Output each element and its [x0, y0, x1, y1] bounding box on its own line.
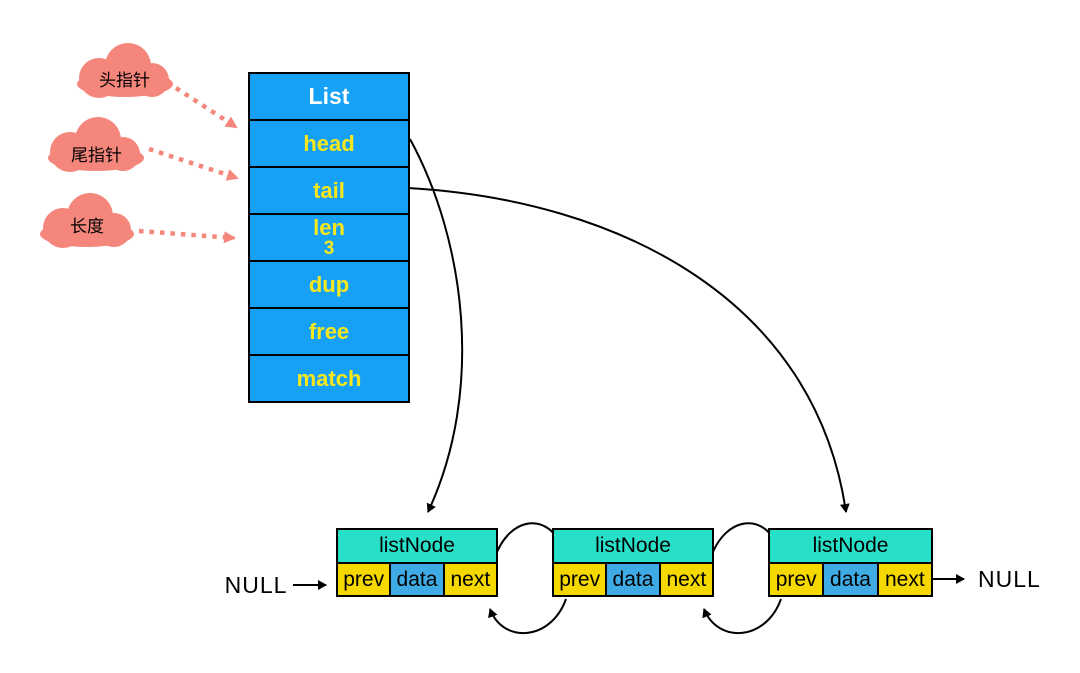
prev-arc-node2-node1	[488, 598, 567, 634]
list-field-dup: dup	[250, 262, 408, 307]
list-struct-title: List	[308, 83, 350, 109]
listnode-3: listNode prev data next	[768, 528, 933, 597]
list-field-len: len 3	[250, 215, 408, 260]
listnode-2-header: listNode	[554, 530, 712, 562]
list-field-head: head	[250, 121, 408, 166]
listnode-3-cells: prev data next	[770, 564, 931, 595]
head-pointer-arrow	[409, 138, 464, 513]
list-struct-title-row: List	[250, 74, 408, 119]
listnode-2: listNode prev data next	[552, 528, 714, 597]
listnode-3-header: listNode	[770, 530, 931, 562]
prev-arc-node3-node2	[702, 598, 782, 634]
listnode-2-data-cell: data	[607, 564, 659, 595]
cloud-label-head-pointer: 头指针	[99, 71, 150, 90]
cloud-length	[40, 193, 134, 248]
list-field-tail: tail	[250, 168, 408, 213]
listnode-1: listNode prev data next	[336, 528, 498, 597]
cloud-tail-pointer	[48, 117, 144, 172]
cloud-label-tail-pointer: 尾指针	[71, 146, 122, 165]
cloud-head-pointer	[77, 43, 173, 98]
listnode-3-prev-cell: prev	[770, 564, 823, 595]
listnode-2-prev-cell: prev	[554, 564, 606, 595]
listnode-3-data-cell: data	[824, 564, 877, 595]
listnode-2-cells: prev data next	[554, 564, 712, 595]
tail-pointer-arrow	[407, 187, 850, 513]
list-len-value: 3	[323, 238, 335, 260]
list-field-free: free	[250, 309, 408, 354]
listnode-1-prev-cell: prev	[338, 564, 390, 595]
null-label-left: NULL	[224, 572, 288, 598]
null-label-right: NULL	[978, 566, 1041, 592]
tail-annotation-arrow	[148, 146, 239, 181]
listnode-1-data-cell: data	[391, 564, 443, 595]
head-annotation-arrow	[174, 86, 238, 129]
listnode-1-header: listNode	[338, 530, 496, 562]
listnode-1-next-cell: next	[444, 564, 496, 595]
len-annotation-arrow	[138, 228, 236, 244]
listnode-3-next-cell: next	[878, 564, 931, 595]
list-field-match: match	[250, 356, 408, 401]
list-struct-table: List head tail len 3 dup free match	[248, 72, 410, 403]
listnode-1-cells: prev data next	[338, 564, 496, 595]
listnode-2-next-cell: next	[660, 564, 712, 595]
cloud-label-length: 长度	[70, 217, 104, 236]
